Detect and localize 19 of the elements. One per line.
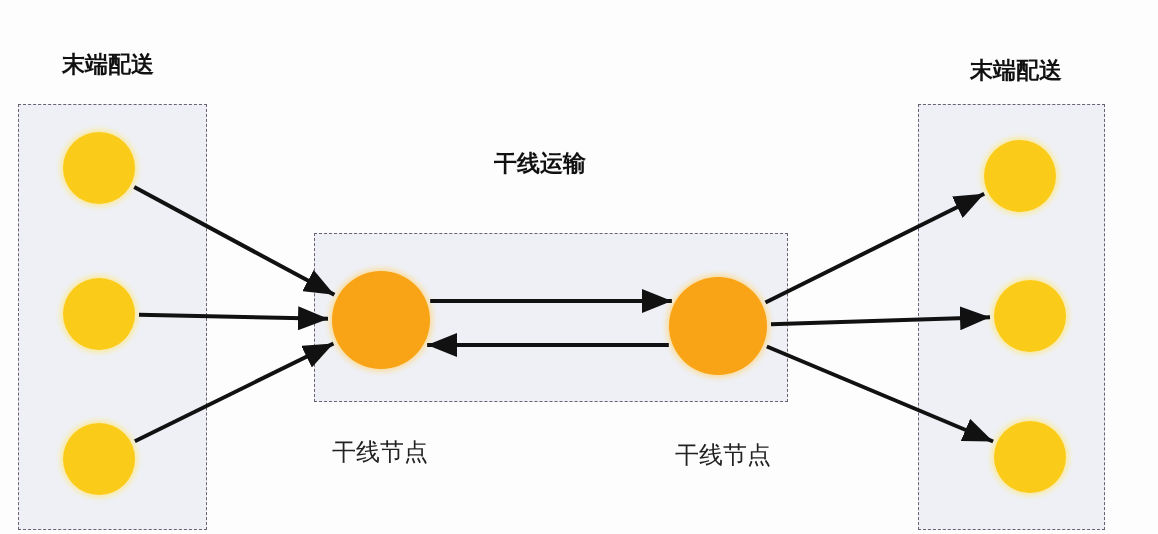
arrow bbox=[133, 185, 336, 297]
arrow bbox=[766, 344, 994, 444]
arrow bbox=[430, 289, 672, 313]
node-label: 干线节点 bbox=[674, 439, 771, 471]
arrow bbox=[770, 306, 991, 331]
arrow bbox=[134, 341, 335, 444]
group-heading: 末端配送 bbox=[969, 55, 1062, 84]
group-heading: 末端配送 bbox=[61, 49, 154, 78]
arrow bbox=[764, 192, 986, 305]
node-circle bbox=[993, 420, 1066, 493]
node-circle bbox=[62, 422, 135, 495]
node-circle bbox=[983, 139, 1056, 212]
node-circle bbox=[62, 277, 135, 350]
arrow bbox=[427, 333, 669, 357]
arrow bbox=[138, 306, 329, 331]
node-label: 干线节点 bbox=[331, 436, 428, 468]
node-circle bbox=[62, 131, 135, 204]
group-heading: 干线运输 bbox=[493, 148, 586, 177]
node-circle bbox=[993, 279, 1066, 352]
